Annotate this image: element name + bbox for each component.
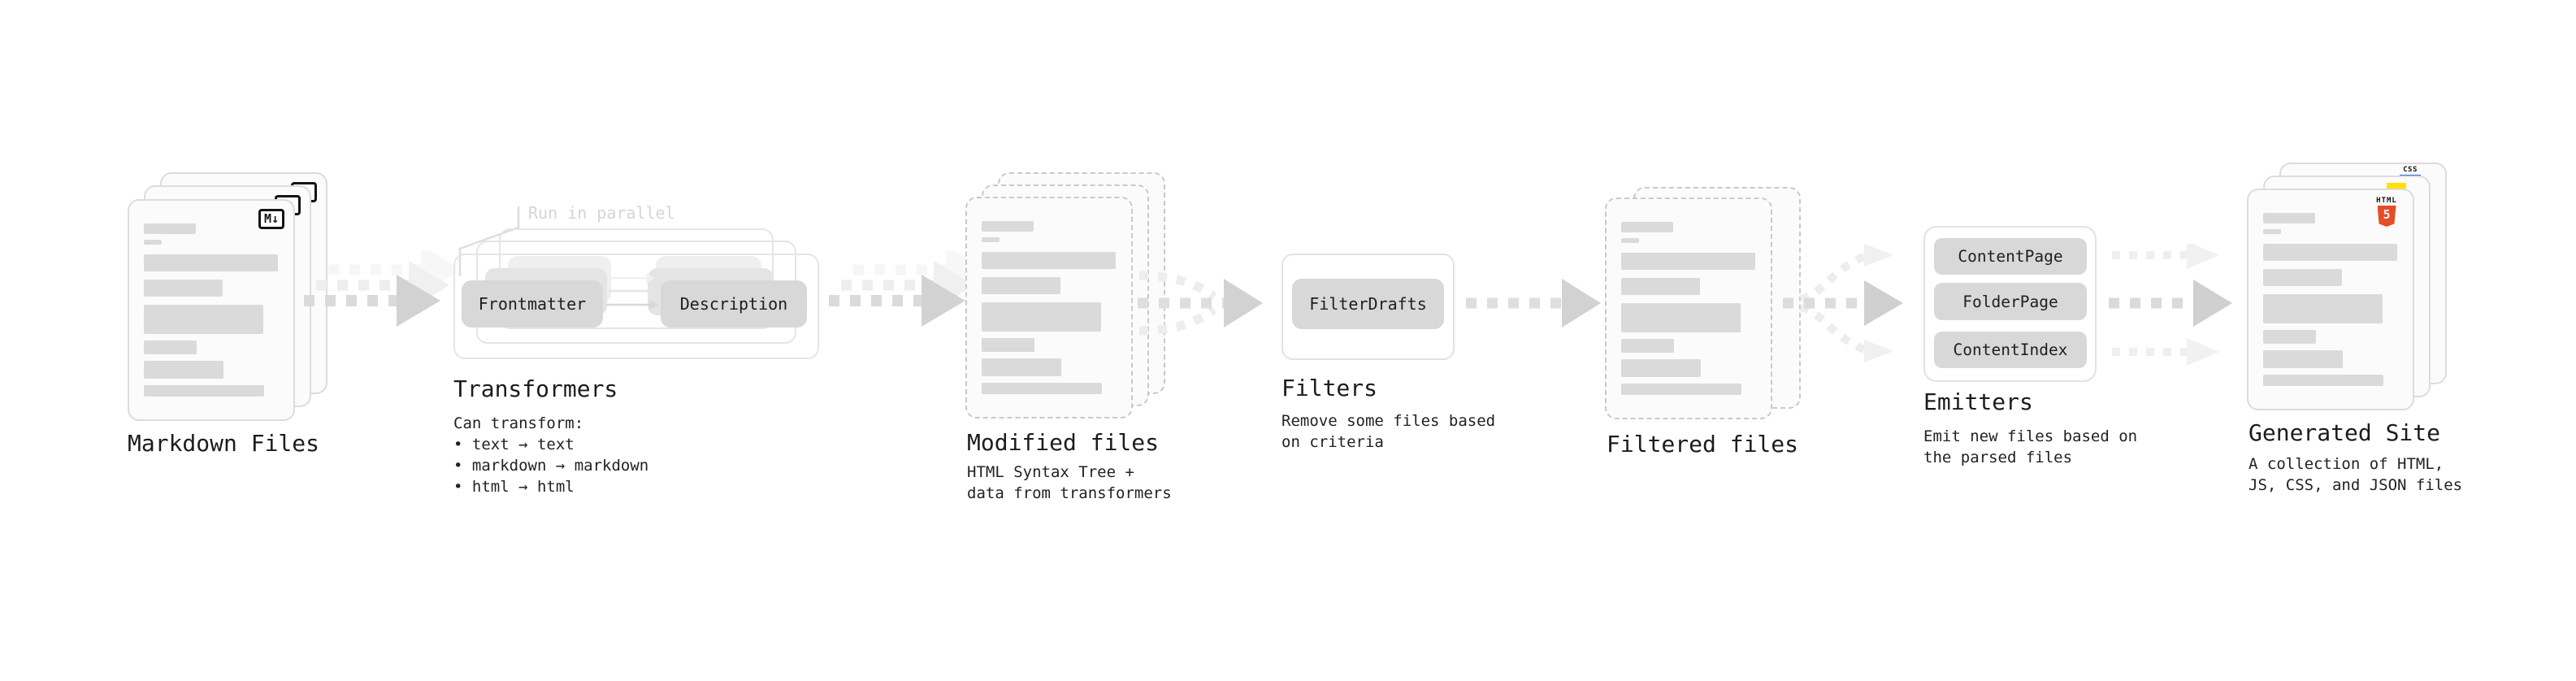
arrow-filtered-to-emitters [1783, 244, 1903, 362]
transformers-label: Transformers [453, 375, 618, 402]
run-in-parallel-annotation: Run in parallel [528, 203, 675, 223]
generated-site-caption: A collection of HTML, JS, CSS, and JSON … [2249, 455, 2463, 494]
modified-file-card-front [965, 197, 1133, 419]
html5-icon: HTML 5 [2369, 197, 2405, 227]
text-placeholder-bars [1621, 222, 1759, 395]
filtered-file-card-front [1605, 197, 1772, 419]
text-placeholder-bars [144, 223, 282, 397]
transformer-layer-front [453, 254, 819, 359]
description-pill: Description [661, 280, 807, 327]
arrow-filters-to-filtered [1466, 279, 1601, 327]
markdown-files-label: Markdown Files [128, 430, 320, 457]
markdown-file-card-front: M↓ [128, 199, 295, 421]
arrow-markdown-to-transformers [304, 250, 457, 327]
arrow-emitters-to-generated [2109, 244, 2232, 366]
filterdrafts-pill: FilterDrafts [1292, 279, 1444, 329]
contentpage-pill: ContentPage [1934, 238, 2087, 275]
emitters-label: Emitters [1923, 388, 2033, 415]
text-placeholder-bars [2263, 213, 2401, 386]
modified-files-caption: HTML Syntax Tree + data from transformer… [967, 463, 1172, 502]
frontmatter-pill: Frontmatter [462, 280, 603, 327]
js-icon [2387, 183, 2406, 190]
filters-caption: Remove some files based on criteria [1281, 412, 1496, 451]
transformers-caption: Can transform: • text → text • markdown … [453, 414, 649, 496]
filters-label: Filters [1281, 375, 1378, 401]
generated-site-label: Generated Site [2249, 419, 2441, 446]
transform-mini-arrows [606, 273, 659, 310]
arrow-transformers-to-modified [829, 250, 982, 327]
emitters-caption: Emit new files based on the parsed files [1923, 427, 2138, 466]
arrow-modified-to-filters [1138, 271, 1263, 336]
folderpage-pill: FolderPage [1934, 283, 2087, 320]
modified-files-label: Modified files [967, 429, 1160, 456]
contentindex-pill: ContentIndex [1934, 332, 2087, 368]
text-placeholder-bars [982, 221, 1120, 394]
markdown-icon: M↓ [258, 209, 284, 229]
filtered-files-label: Filtered files [1607, 431, 1799, 458]
generated-file-card-front: HTML 5 [2247, 189, 2414, 410]
